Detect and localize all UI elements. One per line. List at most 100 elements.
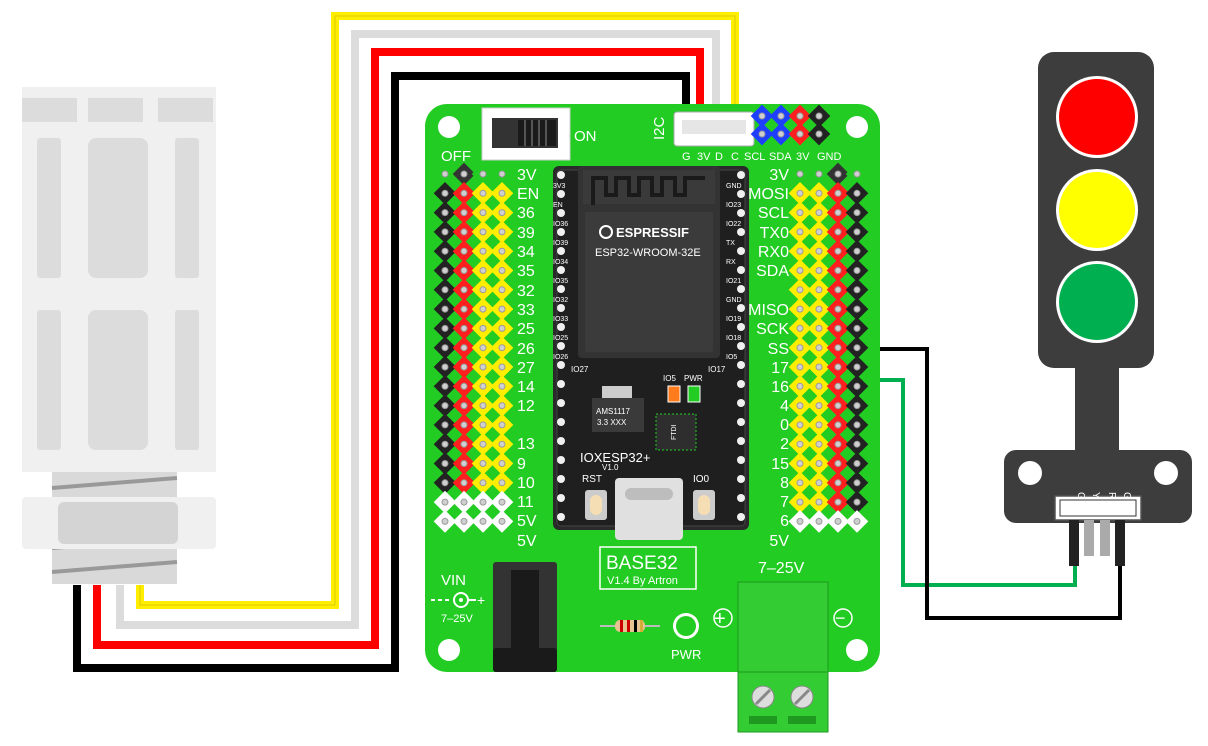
header-pin[interactable] xyxy=(845,432,869,456)
header-pin[interactable] xyxy=(433,355,457,379)
header-pin[interactable] xyxy=(433,259,457,282)
usb-c-port[interactable] xyxy=(615,478,683,540)
header-pin[interactable] xyxy=(452,374,476,398)
header-pin[interactable] xyxy=(788,374,812,398)
header-pin[interactable] xyxy=(845,510,869,533)
header-pin[interactable] xyxy=(826,490,850,514)
header-pin[interactable] xyxy=(826,297,850,321)
header-pin[interactable] xyxy=(826,510,850,533)
header-pin[interactable] xyxy=(807,490,831,514)
header-pin[interactable] xyxy=(433,490,457,514)
header-pin[interactable] xyxy=(452,471,476,495)
header-pin[interactable] xyxy=(433,394,457,417)
header-pin[interactable] xyxy=(471,490,495,514)
header-pin[interactable] xyxy=(788,432,812,456)
header-pin[interactable] xyxy=(826,394,850,417)
header-pin[interactable] xyxy=(826,317,850,340)
header-pin[interactable] xyxy=(788,355,812,379)
header-pin[interactable] xyxy=(845,394,869,417)
header-pin[interactable] xyxy=(826,471,850,495)
header-pin[interactable] xyxy=(433,452,457,475)
header-pin[interactable] xyxy=(471,510,495,533)
header-pin[interactable] xyxy=(471,336,495,360)
header-pin[interactable] xyxy=(433,510,457,533)
header-pin[interactable] xyxy=(788,278,812,302)
header-pin[interactable] xyxy=(471,452,495,475)
header-pin[interactable] xyxy=(788,471,812,495)
header-pin[interactable] xyxy=(826,355,850,379)
header-pin[interactable] xyxy=(471,355,495,379)
header-pin[interactable] xyxy=(471,432,495,456)
header-pin[interactable] xyxy=(490,278,514,302)
header-pin[interactable] xyxy=(490,317,514,340)
header-pin[interactable] xyxy=(845,336,869,360)
header-pin[interactable] xyxy=(471,259,495,282)
header-pin[interactable] xyxy=(490,432,514,456)
screw-terminal[interactable] xyxy=(737,581,829,733)
power-switch[interactable] xyxy=(481,107,571,161)
header-pin[interactable] xyxy=(433,432,457,456)
header-pin[interactable] xyxy=(433,374,457,398)
header-pin[interactable] xyxy=(807,471,831,495)
header-pin[interactable] xyxy=(826,452,850,475)
header-pin[interactable] xyxy=(471,317,495,340)
header-pin[interactable] xyxy=(490,297,514,321)
header-pin[interactable] xyxy=(490,452,514,475)
header-pin[interactable] xyxy=(845,259,869,282)
header-pin[interactable] xyxy=(788,413,812,437)
header-pin[interactable] xyxy=(452,510,476,533)
dc-jack[interactable] xyxy=(493,562,557,672)
header-pin[interactable] xyxy=(452,452,476,475)
header-pin[interactable] xyxy=(807,297,831,321)
header-pin[interactable] xyxy=(845,317,869,340)
header-pin[interactable] xyxy=(471,471,495,495)
header-pin[interactable] xyxy=(452,490,476,514)
header-pin[interactable] xyxy=(845,374,869,398)
header-pin[interactable] xyxy=(471,394,495,417)
header-pin[interactable] xyxy=(490,490,514,514)
header-pin[interactable] xyxy=(452,336,476,360)
header-pin[interactable] xyxy=(807,394,831,417)
header-pin[interactable] xyxy=(788,394,812,417)
header-pin[interactable] xyxy=(807,317,831,340)
header-pin[interactable] xyxy=(826,374,850,398)
header-pin[interactable] xyxy=(826,336,850,360)
header-pin[interactable] xyxy=(826,259,850,282)
io0-button[interactable] xyxy=(693,490,715,520)
header-pin[interactable] xyxy=(807,510,831,533)
header-pin[interactable] xyxy=(788,259,812,282)
header-pin[interactable] xyxy=(452,317,476,340)
header-pin[interactable] xyxy=(433,317,457,340)
header-pin[interactable] xyxy=(845,297,869,321)
top-header-pin[interactable] xyxy=(750,104,774,128)
top-header-pin[interactable] xyxy=(769,104,793,128)
header-pin[interactable] xyxy=(845,471,869,495)
header-pin[interactable] xyxy=(826,413,850,437)
header-pin[interactable] xyxy=(807,374,831,398)
header-pin[interactable] xyxy=(788,336,812,360)
header-pin[interactable] xyxy=(490,259,514,282)
header-pin[interactable] xyxy=(490,510,514,533)
rst-button[interactable] xyxy=(585,490,607,520)
header-pin[interactable] xyxy=(826,432,850,456)
header-pin[interactable] xyxy=(490,394,514,417)
header-pin[interactable] xyxy=(490,471,514,495)
header-pin[interactable] xyxy=(490,336,514,360)
header-pin[interactable] xyxy=(807,413,831,437)
header-pin[interactable] xyxy=(788,317,812,340)
header-pin[interactable] xyxy=(433,471,457,495)
header-pin[interactable] xyxy=(452,297,476,321)
header-pin[interactable] xyxy=(845,278,869,302)
header-pin[interactable] xyxy=(826,278,850,302)
header-pin[interactable] xyxy=(471,374,495,398)
header-pin[interactable] xyxy=(807,432,831,456)
header-pin[interactable] xyxy=(471,413,495,437)
header-pin[interactable] xyxy=(845,355,869,379)
header-pin[interactable] xyxy=(452,278,476,302)
header-pin[interactable] xyxy=(433,278,457,302)
header-pin[interactable] xyxy=(471,297,495,321)
header-pin[interactable] xyxy=(433,336,457,360)
header-pin[interactable] xyxy=(845,452,869,475)
header-pin[interactable] xyxy=(490,413,514,437)
header-pin[interactable] xyxy=(452,394,476,417)
